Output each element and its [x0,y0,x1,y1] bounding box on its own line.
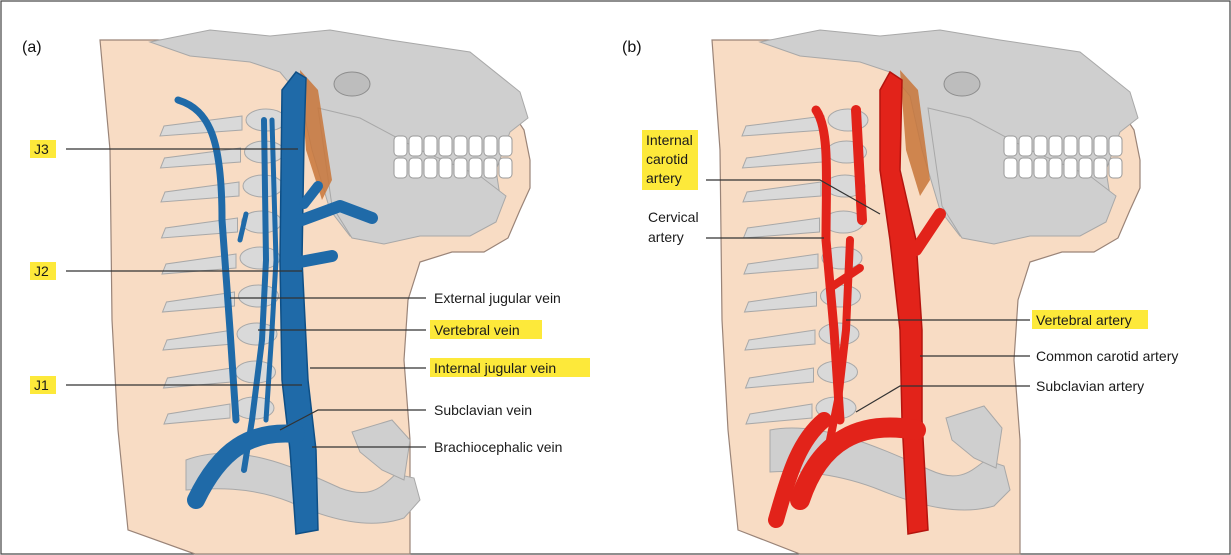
label-subclavian-vein: Subclavian vein [434,402,532,418]
label-j1: J1 [34,377,49,393]
upper-tooth [454,136,467,156]
upper-tooth [1109,136,1122,156]
upper-tooth [439,136,452,156]
lower-tooth [1094,158,1107,178]
lower-tooth [1034,158,1047,178]
upper-tooth [1019,136,1032,156]
label-vertebral-artery: Vertebral artery [1036,312,1132,328]
label-internal-carotid-2: carotid [646,151,688,167]
lower-tooth [469,158,482,178]
label-vertebral-vein: Vertebral vein [434,322,520,338]
lower-tooth [1064,158,1077,178]
lower-tooth [454,158,467,178]
label-cervical-1: Cervical [648,209,699,225]
lower-tooth [1079,158,1092,178]
label-j2: J2 [34,263,49,279]
lower-tooth [1049,158,1062,178]
vertebra-body [828,109,868,131]
lower-tooth [424,158,437,178]
upper-tooth [499,136,512,156]
upper-tooth [394,136,407,156]
panel-a-tag: (a) [22,39,42,56]
lower-tooth [484,158,497,178]
label-common-carotid: Common carotid artery [1036,348,1178,364]
upper-tooth [1094,136,1107,156]
lower-tooth [409,158,422,178]
label-j3: J3 [34,141,49,157]
lower-tooth [1004,158,1017,178]
label-internal-jugular: Internal jugular vein [434,360,556,376]
upper-tooth [1004,136,1017,156]
label-subclavian-artery: Subclavian artery [1036,378,1144,394]
label-brachiocephalic: Brachiocephalic vein [434,439,562,455]
label-external-jugular: External jugular vein [434,290,561,306]
ear-opening-a [334,72,370,96]
panel-b-tag: (b) [622,39,642,56]
facial-branch-vein-2 [300,256,332,262]
upper-tooth [1034,136,1047,156]
upper-tooth [484,136,497,156]
label-internal-carotid-3: artery [646,170,682,186]
lower-tooth [1019,158,1032,178]
upper-tooth [1064,136,1077,156]
lower-tooth [499,158,512,178]
lower-tooth [394,158,407,178]
lower-tooth [1109,158,1122,178]
lower-tooth [439,158,452,178]
label-cervical-2: artery [648,229,684,245]
ear-opening-b [944,72,980,96]
upper-tooth [424,136,437,156]
upper-tooth [409,136,422,156]
label-internal-carotid-1: Internal [646,132,693,148]
upper-tooth [1049,136,1062,156]
upper-tooth [469,136,482,156]
upper-tooth [1079,136,1092,156]
